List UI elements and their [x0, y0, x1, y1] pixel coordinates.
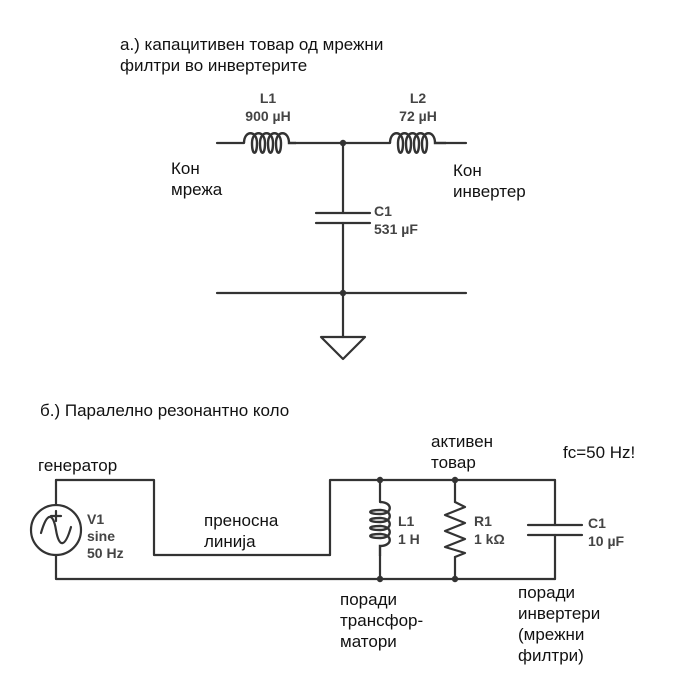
c1-b-name-label: C1	[588, 515, 606, 531]
ground-icon	[319, 335, 367, 361]
inverters-note-line3: (мрежни	[518, 625, 584, 644]
line-label-line2: линија	[204, 532, 256, 551]
resistor-r1-icon	[443, 500, 467, 559]
inverters-note-line1: поради	[518, 583, 575, 602]
v1-type-label: sine	[87, 528, 115, 544]
part-b-bottom-wire	[54, 553, 557, 581]
v1-freq-label: 50 Hz	[87, 545, 124, 561]
inverters-note-line4: филтри)	[518, 646, 584, 665]
inductor-l1-icon	[242, 132, 296, 154]
capacitor-c1-b-icon	[526, 523, 584, 537]
part-a-left-label-line1: Кон	[171, 159, 200, 178]
l2-value-label: 72 µH	[399, 108, 437, 124]
transformers-note-line1: поради	[340, 590, 397, 609]
fc-note: fc=50 Hz!	[563, 443, 635, 462]
inverters-note-line2: инвертери	[518, 604, 600, 623]
r1-name-label: R1	[474, 513, 492, 529]
c1-b-value-label: 10 µF	[588, 533, 625, 549]
part-a-left-label-line2: мрежа	[171, 180, 223, 199]
generator-label: генератор	[38, 456, 117, 475]
l1-name-label: L1	[260, 90, 277, 106]
r1-value-label: 1 kΩ	[474, 531, 505, 547]
line-label-line1: преносна	[204, 511, 279, 530]
l1-value-label: 900 µH	[245, 108, 290, 124]
c1-a-value-label: 531 µF	[374, 221, 418, 237]
part-a-right-label-line1: Кон	[453, 161, 482, 180]
inductor-l1-b-icon	[369, 500, 391, 556]
l1-b-name-label: L1	[398, 513, 415, 529]
l1-b-value-label: 1 H	[398, 531, 420, 547]
part-b-line-wire	[54, 478, 332, 557]
part-a-title-line2: филтри во инвертерите	[120, 56, 307, 75]
part-a-title-line1: а.) капацитивен товар од мрежни	[120, 35, 383, 54]
transformers-note-line2: трансфор-	[340, 611, 423, 630]
part-a-right-label-line2: инвертер	[453, 182, 526, 201]
l2-name-label: L2	[410, 90, 427, 106]
c1-a-name-label: C1	[374, 203, 392, 219]
active-load-label-line2: товар	[431, 453, 476, 472]
part-b-title: б.) Паралелно резонантно коло	[40, 401, 289, 420]
active-load-label-line1: активен	[431, 432, 493, 451]
transformers-note-line3: матори	[340, 632, 397, 651]
part-b-top-wire	[328, 478, 557, 557]
capacitor-c1-icon	[314, 211, 372, 225]
sine-source-icon	[29, 503, 83, 557]
v1-name-label: V1	[87, 511, 104, 527]
inductor-l2-icon	[388, 132, 446, 154]
